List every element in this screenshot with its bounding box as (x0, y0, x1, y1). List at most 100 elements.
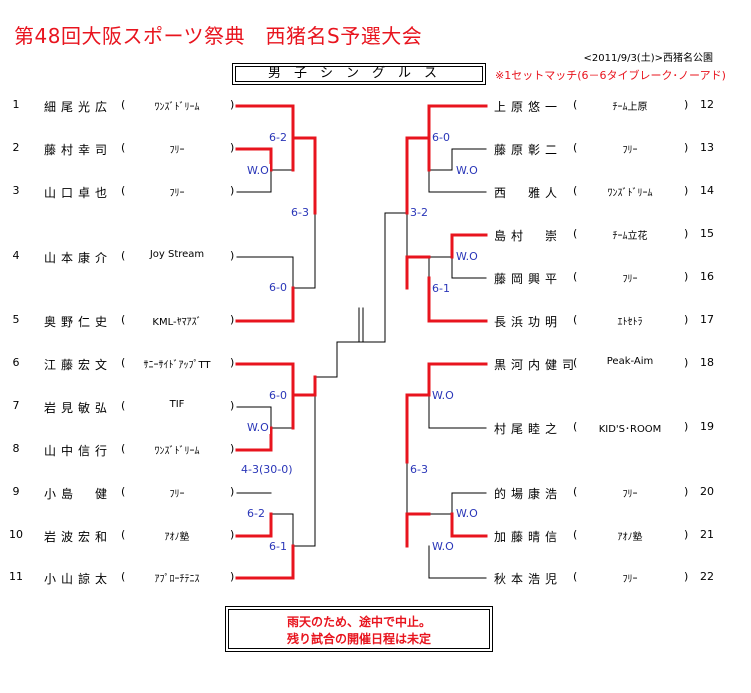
paren-close: ) (230, 141, 235, 154)
paren-close: ) (684, 420, 689, 433)
player-number: 11 (9, 570, 23, 583)
paren-close: ) (230, 528, 235, 541)
player-number: 8 (12, 442, 20, 455)
paren-open: ( (573, 184, 578, 197)
player-club: ﾁｰﾑ立花 (612, 231, 648, 242)
player-club: ﾌﾘｰ (622, 145, 638, 156)
paren-close: ) (684, 141, 689, 154)
paren-close: ) (684, 184, 689, 197)
paren-close: ) (684, 270, 689, 283)
match-score: 6-1 (431, 282, 451, 295)
section-title: 男子シングルス (267, 66, 450, 81)
player-name: 山口卓也 (44, 186, 113, 200)
player-number: 20 (700, 485, 714, 498)
notice-frame (225, 606, 493, 652)
player-name: 岩波宏和 (44, 530, 113, 544)
paren-close: ) (230, 98, 235, 111)
player-name: 村尾睦之 (494, 422, 563, 436)
player-number: 17 (700, 313, 714, 326)
match-score: 6-1 (268, 540, 288, 553)
notice-line-1: 雨天のため、途中で中止。 (286, 615, 431, 629)
player-club: ｱｵﾉ塾 (617, 532, 643, 543)
player-club: ｻﾆｰｻｲﾄﾞｱｯﾌﾟTT (143, 360, 211, 371)
notice-line-2: 残り試合の開催日程は未定 (286, 632, 431, 646)
player-number: 2 (12, 141, 20, 154)
player-name: 奥野仁史 (44, 315, 113, 329)
section-frame (232, 63, 486, 85)
player-number: 5 (12, 313, 20, 326)
match-score: 4-3(30-0) (240, 463, 294, 476)
player-name: 藤岡興平 (494, 272, 563, 286)
match-score: W.O (246, 421, 270, 434)
player-name: 的場康浩 (494, 487, 563, 501)
player-club: ﾌﾘｰ (622, 274, 638, 285)
player-club: TIF (169, 399, 185, 410)
player-name: 島村 崇 (494, 229, 563, 243)
paren-open: ( (121, 570, 126, 583)
player-number: 4 (12, 249, 20, 262)
paren-open: ( (573, 141, 578, 154)
paren-close: ) (230, 356, 235, 369)
paren-close: ) (684, 313, 689, 326)
player-club: ﾌﾘｰ (169, 188, 185, 199)
player-club: KID'S･ROOM (598, 424, 662, 435)
paren-open: ( (573, 485, 578, 498)
paren-close: ) (230, 184, 235, 197)
paren-open: ( (121, 98, 126, 111)
paren-close: ) (684, 98, 689, 111)
player-club: ﾜﾝｽﾞﾄﾞﾘｰﾑ (154, 446, 200, 457)
match-score: W.O (455, 250, 479, 263)
paren-close: ) (230, 313, 235, 326)
player-number: 13 (700, 141, 714, 154)
match-score: 6-0 (268, 281, 288, 294)
player-club: ﾌﾘｰ (169, 489, 185, 500)
player-number: 19 (700, 420, 714, 433)
paren-open: ( (573, 356, 578, 369)
match-score: W.O (246, 164, 270, 177)
player-name: 小島 健 (44, 487, 113, 501)
paren-close: ) (230, 399, 235, 412)
player-club: ｴﾄｾﾄﾗ (617, 317, 643, 328)
paren-close: ) (230, 249, 235, 262)
paren-open: ( (573, 313, 578, 326)
paren-open: ( (573, 270, 578, 283)
player-number: 14 (700, 184, 714, 197)
player-number: 16 (700, 270, 714, 283)
player-name: 岩見敏弘 (44, 401, 113, 415)
player-number: 15 (700, 227, 714, 240)
paren-open: ( (121, 184, 126, 197)
match-score: 6-0 (268, 389, 288, 402)
player-club: ﾜﾝｽﾞﾄﾞﾘｰﾑ (154, 102, 200, 113)
paren-open: ( (121, 442, 126, 455)
paren-open: ( (121, 356, 126, 369)
match-score: 6-3 (290, 206, 310, 219)
player-club: Peak-Aim (606, 356, 654, 367)
match-score: 6-3 (409, 463, 429, 476)
player-club: Joy Stream (149, 249, 205, 260)
player-number: 18 (700, 356, 714, 369)
player-name: 江藤宏文 (44, 358, 113, 372)
match-score: 6-2 (246, 507, 266, 520)
date-venue: <2011/9/3(土)>西猪名公園 (583, 53, 713, 64)
player-name: 西 雅人 (494, 186, 563, 200)
paren-open: ( (121, 485, 126, 498)
match-score: W.O (431, 389, 455, 402)
player-club: ｱｵﾉ塾 (164, 532, 190, 543)
player-club: ﾁｰﾑ上原 (612, 102, 648, 113)
paren-close: ) (684, 528, 689, 541)
player-number: 3 (12, 184, 20, 197)
player-name: 山中信行 (44, 444, 113, 458)
paren-open: ( (121, 141, 126, 154)
player-name: 細尾光広 (44, 100, 113, 114)
player-club: ｱﾌﾟﾛｰﾁﾃﾆｽ (154, 574, 200, 585)
paren-close: ) (230, 442, 235, 455)
player-name: 加藤晴信 (494, 530, 563, 544)
paren-open: ( (121, 399, 126, 412)
player-name: 山本康介 (44, 251, 113, 265)
paren-open: ( (573, 570, 578, 583)
paren-close: ) (684, 227, 689, 240)
paren-close: ) (230, 570, 235, 583)
player-name: 長浜功明 (494, 315, 563, 329)
match-score: W.O (455, 164, 479, 177)
